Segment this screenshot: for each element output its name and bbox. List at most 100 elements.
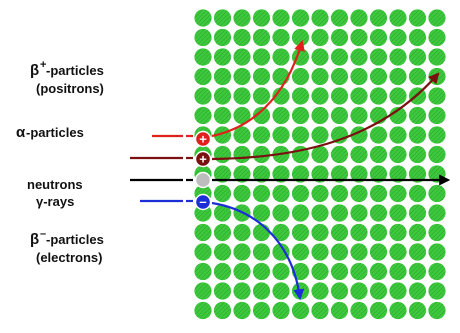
lattice-atom: [369, 301, 388, 320]
lattice-atom: [369, 282, 388, 300]
lattice-atom: [213, 301, 232, 320]
electron-particle: [194, 193, 212, 211]
lattice-atom: [389, 282, 407, 300]
lattice-atom: [291, 126, 310, 144]
lattice-atom: [291, 165, 310, 183]
lattice-atom: [213, 28, 232, 47]
lattice-atom: [350, 282, 368, 300]
lattice-atom: [330, 28, 349, 47]
lattice-atom: [213, 165, 232, 183]
lattice-atom: [428, 262, 446, 281]
lattice-atom: [194, 262, 212, 281]
lattice-atom: [408, 28, 427, 47]
lattice-atom: [330, 184, 349, 203]
lattice-atom: [291, 301, 310, 320]
lattice-atom: [389, 223, 407, 242]
lattice-atom: [272, 262, 290, 281]
lattice-atom: [291, 243, 310, 261]
lattice-atom: [213, 184, 232, 203]
lattice-atom: [311, 48, 329, 66]
lattice-atom: [233, 301, 251, 320]
lattice-atom: [194, 67, 212, 86]
lattice-atom: [408, 165, 427, 183]
lattice-atom: [369, 165, 388, 183]
lattice-atom: [311, 87, 329, 105]
lattice-atom: [252, 28, 271, 47]
lattice-atom: [291, 184, 310, 203]
lattice-atom: [408, 301, 427, 320]
lattice-atom: [272, 48, 290, 66]
lattice-atom: [252, 223, 271, 242]
lattice-atom: [233, 243, 251, 261]
lattice-atom: [389, 301, 407, 320]
lattice-atom: [350, 145, 368, 164]
lattice-atom: [369, 223, 388, 242]
lattice-atom: [213, 87, 232, 105]
beta-plus-deflected-path: [211, 39, 305, 138]
lattice-atom: [291, 223, 310, 242]
lattice-atom: [213, 9, 232, 27]
lattice-atom: [311, 282, 329, 300]
lattice-atom: [389, 67, 407, 86]
lattice-atom: [213, 243, 232, 261]
lattice-atom: [272, 223, 290, 242]
lattice-atom: [389, 204, 407, 222]
lattice-atom: [311, 223, 329, 242]
lattice-atom: [311, 106, 329, 125]
lattice-atom: [389, 145, 407, 164]
electron-charge-symbol: –: [199, 194, 206, 209]
lattice-atom: [194, 28, 212, 47]
lattice-atom: [252, 243, 271, 261]
positron-charge-symbol: +: [199, 132, 207, 147]
lattice-atom: [369, 145, 388, 164]
lattice-atom: [272, 184, 290, 203]
lattice-atom: [252, 184, 271, 203]
lattice-atom: [389, 165, 407, 183]
lattice-atom: [252, 106, 271, 125]
lattice-atom: [272, 87, 290, 105]
lattice-atom: [369, 126, 388, 144]
lattice-atom: [233, 126, 251, 144]
lattice-atom: [233, 9, 251, 27]
lattice-atom: [311, 301, 329, 320]
lattice-atom: [194, 9, 212, 27]
lattice-atom: [233, 106, 251, 125]
alpha-deflected-path: [211, 72, 440, 161]
lattice-atom: [330, 145, 349, 164]
lattice-atom: [428, 301, 446, 320]
lattice-atom: [350, 184, 368, 203]
lattice-atom: [272, 282, 290, 300]
lattice-atom: [233, 87, 251, 105]
alpha-charge-symbol: +: [199, 152, 207, 167]
lattice-atom: [311, 262, 329, 281]
lattice-atom: [369, 262, 388, 281]
lattice-atom: [408, 184, 427, 203]
lattice-atom: [350, 165, 368, 183]
lattice-atom: [350, 262, 368, 281]
lattice-atom: [389, 126, 407, 144]
lattice-atom: [291, 9, 310, 27]
lattice-atom: [369, 9, 388, 27]
lattice-atom: [233, 223, 251, 242]
positron-particle: [194, 130, 212, 148]
lattice-atom: [252, 87, 271, 105]
lattice-atom: [330, 9, 349, 27]
lattice-atom: [350, 106, 368, 125]
lattice-atom: [272, 28, 290, 47]
lattice-atom: [428, 106, 446, 125]
lattice-atom: [408, 106, 427, 125]
alpha-label: α -particles: [16, 124, 84, 141]
lattice-atom: [311, 204, 329, 222]
lattice-atom: [233, 282, 251, 300]
lattice-atom: [272, 301, 290, 320]
lattice-atom: [233, 145, 251, 164]
lattice-atom: [369, 243, 388, 261]
lattice-atom: [350, 301, 368, 320]
beta-plus-symbol: β: [30, 62, 39, 79]
lattice-atom: [194, 48, 212, 66]
lattice-atom: [330, 48, 349, 66]
lattice-atom: [428, 48, 446, 66]
beta-minus-track: –: [140, 193, 305, 301]
lattice-atom: [428, 243, 446, 261]
lattice-atom: [408, 48, 427, 66]
